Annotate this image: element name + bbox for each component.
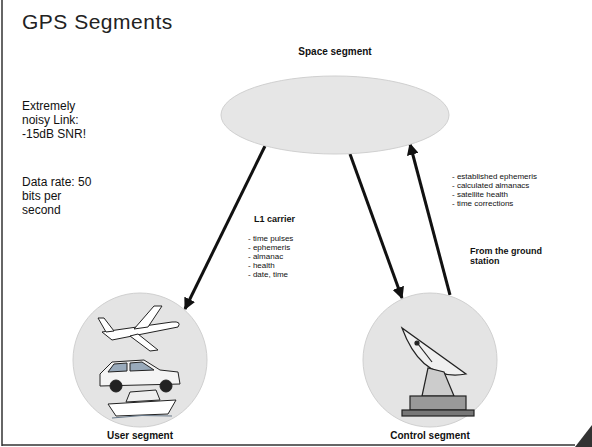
dish-antenna-icon [402, 328, 474, 416]
user-segment-circle: User segment [72, 292, 208, 442]
orbit-ellipse [221, 76, 449, 154]
data-rate-note: Data rate: 50 bits per second [22, 176, 100, 217]
segment-name: User segment [72, 430, 208, 441]
uplink-item: - time corrections [452, 199, 513, 208]
ground-station-illustration [362, 292, 498, 428]
link-note: Extremely noisy Link: -15dB SNR! [22, 100, 100, 141]
l1-item: - almanac [248, 252, 283, 261]
signal-arrow [410, 144, 450, 295]
l1-item: - date, time [248, 270, 288, 279]
slide-title: GPS Segments [22, 10, 173, 34]
signal-arrow [185, 146, 265, 309]
signal-arrow [350, 154, 402, 298]
boat-icon [108, 390, 176, 418]
segment-circle [363, 293, 497, 427]
segment-name: Space segment [220, 46, 450, 57]
uplink-item: - satellite health [452, 190, 508, 199]
segment-name: Control segment [362, 430, 498, 441]
frame-line [2, 444, 575, 446]
car-icon [100, 360, 180, 392]
airplane-icon [98, 306, 179, 351]
corner-mark [575, 425, 592, 447]
space-segment-ellipse: Space segment [220, 40, 450, 155]
ground-station-note: From the ground station [470, 246, 542, 267]
segment-circle [73, 293, 207, 427]
uplink-item: - established ephemeris [452, 172, 537, 181]
control-segment-circle: Control segment [362, 292, 498, 442]
l1-item: - ephemeris [248, 243, 290, 252]
uplink-item: - calculated almanacs [452, 181, 529, 190]
shape-outline [220, 40, 450, 155]
edge-label: L1 carrier [253, 214, 296, 224]
frame-line [1, 0, 3, 446]
l1-item: - time pulses [248, 234, 293, 243]
vehicle-illustration [72, 292, 208, 428]
l1-item: - health [248, 261, 275, 270]
